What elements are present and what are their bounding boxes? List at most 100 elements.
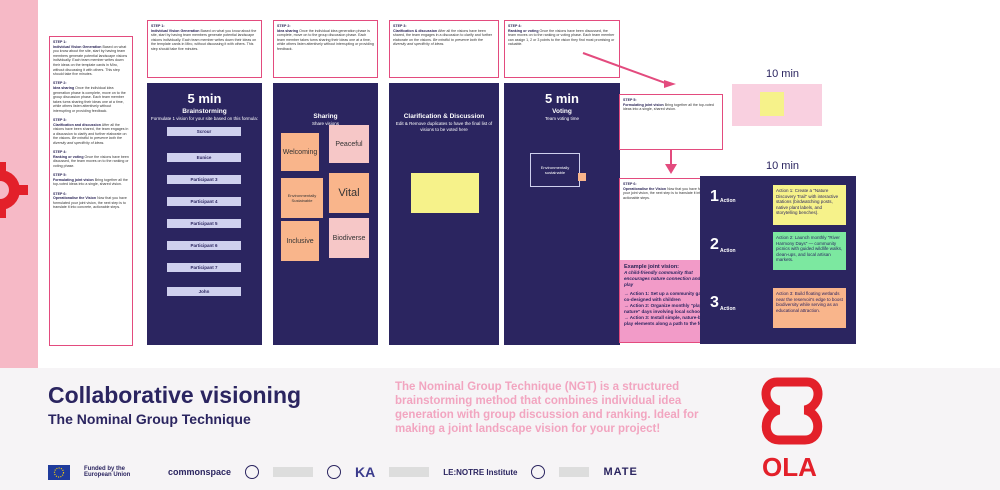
- step3-hint: Be mindful to preserve both the diversit…: [53, 136, 122, 146]
- step3-title: Clarification and discussion: [53, 122, 101, 127]
- column-time: [389, 91, 499, 107]
- brainstorming-column[interactable]: 5 min Brainstorming Formulate 1 vision f…: [147, 83, 262, 345]
- panel-title: Ranking or voting: [508, 28, 539, 33]
- step5-heading: STEP 5:: [53, 173, 67, 178]
- panel-title: Individual Vision Generation: [151, 28, 200, 33]
- participant-tag[interactable]: Participant 6: [167, 241, 241, 250]
- sticky-note[interactable]: Peaceful: [329, 125, 369, 163]
- arrow-head-icon: [664, 80, 676, 88]
- panel-title: Idea sharing: [277, 28, 299, 33]
- participant-tag[interactable]: Participant 3: [167, 175, 241, 184]
- action-card[interactable]: Action 1: Create a "Nature Discovery Tra…: [773, 185, 846, 225]
- lenotre-logo: LE:NOTRE Institute: [443, 467, 518, 477]
- panel-body: Bring together all the top-voted ideas i…: [623, 102, 714, 112]
- column-title: Voting: [552, 108, 572, 115]
- column-title: Sharing: [313, 113, 338, 120]
- panel-heading: STEP 5:: [623, 98, 637, 102]
- column-subtitle: Edit & Remove duplicates to have the fin…: [395, 121, 493, 132]
- step5-panel[interactable]: STEP 5: Formulating joint vision Bring t…: [619, 94, 723, 150]
- sticky-note[interactable]: Biodiverse: [329, 218, 369, 258]
- sticky-note[interactable]: [760, 92, 784, 116]
- sticky-note[interactable]: Inclusive: [281, 221, 319, 261]
- vote-card[interactable]: Environmentally sustainable: [530, 153, 580, 187]
- clarification-note[interactable]: [411, 173, 479, 213]
- time-label: 10 min: [766, 68, 800, 80]
- poster-title: Collaborative visioning: [48, 382, 302, 408]
- action-number: 3: [710, 294, 719, 311]
- mate-logo-icon: MATE: [603, 466, 638, 478]
- panel-title: Clarification & discussion: [393, 28, 438, 33]
- time-label: 10 min: [766, 160, 800, 172]
- column-title: Brainstorming: [182, 108, 227, 115]
- panel-title: Formulating joint vision: [623, 102, 664, 107]
- step6-title: Operationalise the Vision: [53, 196, 97, 201]
- sharing-column[interactable]: Sharing Share visions Welcoming Peaceful…: [273, 83, 378, 345]
- arrow-line: [670, 150, 672, 168]
- ola-logo-icon: [761, 377, 823, 445]
- step3-heading: STEP 3:: [53, 118, 67, 123]
- step3-body: After all the visions have been shared, …: [53, 122, 129, 141]
- partner-logos: Funded by the European Union commonspace…: [48, 460, 638, 484]
- step1-title: Individual Vision Generation: [53, 44, 102, 49]
- participant-tag[interactable]: Eunice: [167, 153, 241, 162]
- action-card[interactable]: Action 3: Build floating wetlands near t…: [773, 288, 846, 328]
- action-label: Action: [720, 306, 736, 312]
- participant-tag[interactable]: Scrour: [167, 127, 241, 136]
- step5-title: Formulating joint vision: [53, 177, 94, 182]
- panel-body: Based on what you know about the site, s…: [151, 28, 257, 51]
- step6-body: Now that you have formulated your joint …: [53, 196, 127, 210]
- panel-heading: STEP 1:: [151, 24, 165, 28]
- sticky-note[interactable]: Vital: [329, 173, 369, 213]
- example-heading: Example joint vision:: [624, 264, 680, 270]
- participant-tag[interactable]: Participant 5: [167, 219, 241, 228]
- voting-column[interactable]: 5 min Voting Team voting time Environmen…: [504, 83, 620, 345]
- step1-body: Based on what you know about the site, s…: [53, 44, 128, 77]
- panel-heading: STEP 3:: [393, 24, 407, 28]
- panel-heading: STEP 6:: [623, 182, 637, 186]
- column-time: [273, 91, 378, 107]
- panel-body: Once the individual idea generation phas…: [277, 28, 374, 51]
- step2-panel[interactable]: STEP 2: Idea sharing Once the individual…: [273, 20, 378, 78]
- clarification-column[interactable]: Clarification & Discussion Edit & Remove…: [389, 83, 499, 345]
- vote-dot[interactable]: [578, 173, 586, 181]
- step2-body: Once the individual idea generation phas…: [53, 85, 126, 113]
- university-logo-icon: [389, 467, 430, 477]
- step4-body: Once the visions have been discussed, th…: [53, 154, 129, 169]
- eu-funding-text: Funded by the European Union: [84, 466, 131, 478]
- step1-heading: STEP 1:: [53, 40, 67, 44]
- panel-title: Operationalise the Vision: [623, 186, 667, 191]
- panel-body: After all the visions have been shared, …: [393, 28, 493, 42]
- university-logo-icon: [327, 465, 342, 479]
- step2-title: Idea sharing: [53, 85, 75, 90]
- arrow-head-icon: [665, 164, 677, 174]
- miro-board[interactable]: STEP 1: Individual Vision Generation Bas…: [38, 0, 1000, 368]
- example-action: → Action 1: Set up a community garden co…: [624, 291, 711, 302]
- action-label: Action: [720, 198, 736, 204]
- column-title: Clarification & Discussion: [403, 113, 485, 120]
- left-decoration-strip: [0, 0, 38, 368]
- example-vision: A child-friendly community that encourag…: [624, 270, 715, 287]
- sticky-note[interactable]: Environmentally Sustainable: [281, 178, 323, 218]
- overview-panel[interactable]: STEP 1: Individual Vision Generation Bas…: [49, 36, 133, 346]
- panel-heading: STEP 4:: [508, 24, 522, 28]
- eu-flag-icon: [48, 464, 70, 480]
- commonspace-logo: commonspace: [168, 467, 232, 477]
- action-card[interactable]: Action 2: Launch monthly "River Harmony …: [773, 232, 846, 270]
- participant-tag[interactable]: Participant 4: [167, 197, 241, 206]
- step6-heading: STEP 6:: [53, 191, 67, 196]
- step1-panel[interactable]: STEP 1: Individual Vision Generation Bas…: [147, 20, 262, 78]
- poster-subtitle: The Nominal Group Technique: [48, 411, 251, 427]
- panel-hint: Be mindful to preserve both the diversit…: [393, 37, 483, 47]
- panel-heading: STEP 2:: [277, 24, 291, 28]
- step2-heading: STEP 2:: [53, 81, 67, 86]
- step5-body: Bring together all the top-voted ideas i…: [53, 177, 128, 187]
- panel-body: Once the visions have been discussed, th…: [508, 28, 615, 47]
- step4-title: Ranking or voting: [53, 154, 84, 159]
- step3-panel[interactable]: STEP 3: Clarification & discussion After…: [389, 20, 499, 78]
- sticky-note[interactable]: Welcoming: [281, 133, 319, 171]
- participant-tag[interactable]: John: [167, 287, 241, 296]
- participant-tag[interactable]: Participant 7: [167, 263, 241, 272]
- action-label: Action: [720, 248, 736, 254]
- step4-panel[interactable]: STEP 4: Ranking or voting Once the visio…: [504, 20, 620, 78]
- column-subtitle: Team voting time: [544, 116, 579, 121]
